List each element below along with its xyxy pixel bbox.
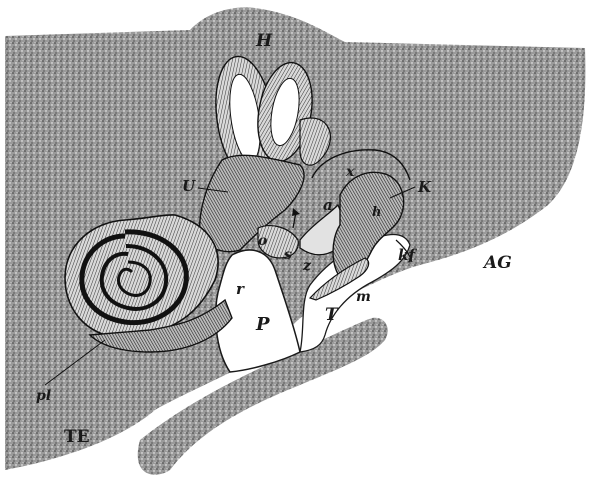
label-x: x — [345, 164, 355, 180]
label-T: T — [325, 305, 339, 325]
label-h: h — [372, 205, 381, 220]
label-P: P — [255, 314, 270, 335]
label-kf: kf — [398, 246, 417, 264]
label-TE: TE — [64, 427, 90, 447]
label-r: r — [236, 280, 245, 298]
label-s: s — [284, 247, 292, 263]
label-m: m — [356, 289, 371, 305]
label-K: K — [417, 178, 432, 196]
label-a: a — [323, 196, 333, 214]
label-z: z — [302, 258, 312, 274]
label-o: o — [258, 233, 267, 249]
label-H: H — [255, 31, 273, 51]
label-pl: pl — [36, 388, 51, 404]
label-U: U — [182, 177, 196, 195]
label-AG: AG — [482, 253, 512, 273]
